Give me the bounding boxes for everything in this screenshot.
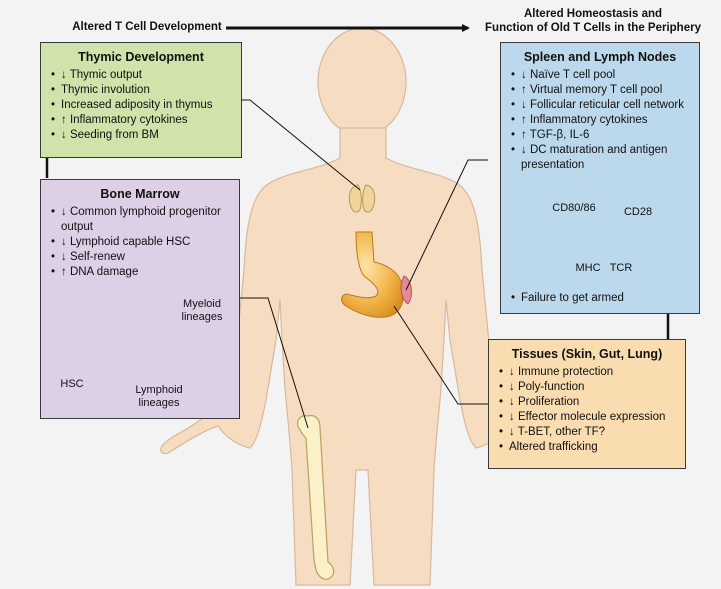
tissues-item: ↓ Proliferation	[499, 395, 679, 410]
thymic-development-panel: Thymic Development ↓ Thymic output Thymi…	[40, 42, 242, 158]
mhc-label: MHC	[575, 262, 601, 274]
spleen-item: ↑ Inflammatory cytokines	[511, 113, 693, 128]
spleen-item: ↑ TGF-β, IL-6	[511, 128, 693, 143]
thymic-item: ↓ Thymic output	[51, 68, 235, 83]
cd80-86-label: CD80/86	[552, 202, 596, 214]
tcr-label: TCR	[609, 262, 633, 274]
spleen-panel-title: Spleen and Lymph Nodes	[523, 50, 677, 64]
header-left-label: Altered T Cell Development	[72, 21, 222, 33]
femur-bone	[296, 414, 335, 580]
thymus-right-lobe	[362, 184, 376, 213]
tissues-connector-line	[393, 305, 488, 405]
spleen-lymph-panel: Spleen and Lymph Nodes ↓ Naïve T cell po…	[500, 42, 700, 314]
thymic-items-list: ↓ Thymic output Thymic involution Increa…	[41, 68, 241, 143]
thymus-left-lobe	[348, 184, 362, 213]
bone-marrow-items-list: ↓ Common lymphoid progenitor output ↓ Ly…	[41, 205, 239, 280]
bone-marrow-item: ↓ Common lymphoid progenitor output	[51, 205, 233, 235]
bone-marrow-item: ↓ Self-renew	[51, 250, 233, 265]
lymphoid-label: Lymphoid lineages	[135, 384, 183, 409]
bone-marrow-item: ↓ Lymphoid capable HSC	[51, 235, 233, 250]
thymic-item: Increased adiposity in thymus	[51, 98, 235, 113]
tissues-items-list: ↓ Immune protection ↓ Poly-function ↓ Pr…	[489, 365, 685, 455]
tissues-item: Altered trafficking	[499, 440, 679, 455]
hsc-label: HSC	[60, 378, 84, 390]
header-right-line1: Altered Homeostasis and	[523, 8, 663, 20]
thymic-item: ↓ Seeding from BM	[51, 128, 235, 143]
thymic-item: ↑ Inflammatory cytokines	[51, 113, 235, 128]
spleen-footer-list: Failure to get armed	[501, 291, 630, 306]
femur-shape	[296, 414, 335, 580]
thymus-organ	[348, 184, 376, 213]
tissues-item: ↓ Effector molecule expression	[499, 410, 679, 425]
spleen-footer-item: Failure to get armed	[511, 291, 624, 306]
spleen-connector-line	[405, 159, 488, 291]
thymic-item: Thymic involution	[51, 83, 235, 98]
thymic-panel-title: Thymic Development	[78, 50, 204, 64]
tissues-item: ↓ T-BET, other TF?	[499, 425, 679, 440]
spleen-item: ↓ Follicular reticular cell network	[511, 98, 693, 113]
spleen-item: ↑ Virtual memory T cell pool	[511, 83, 693, 98]
spleen-item: ↓ DC maturation and antigen presentation	[511, 143, 693, 173]
cd28-label: CD28	[623, 206, 653, 218]
header-right-line2: Function of Old T Cells in the Periphery	[485, 22, 701, 34]
tissues-item: ↓ Poly-function	[499, 380, 679, 395]
spleen-item: ↓ Naïve T cell pool	[511, 68, 693, 83]
bone-marrow-panel-title: Bone Marrow	[100, 187, 180, 201]
header-right-title: Altered Homeostasis and Function of Old …	[478, 7, 708, 35]
femur-connector-line	[240, 297, 309, 429]
human-body	[160, 27, 566, 586]
tissues-item: ↓ Immune protection	[499, 365, 679, 380]
bone-marrow-panel: Bone Marrow ↓ Common lymphoid progenitor…	[40, 179, 240, 419]
bone-marrow-item: ↑ DNA damage	[51, 265, 233, 280]
spleen-items-list: ↓ Naïve T cell pool ↑ Virtual memory T c…	[501, 68, 699, 173]
myeloid-label: Myeloid lineages	[181, 298, 223, 323]
body-head	[317, 27, 407, 137]
tissues-panel-title: Tissues (Skin, Gut, Lung)	[511, 347, 663, 361]
tissues-panel: Tissues (Skin, Gut, Lung) ↓ Immune prote…	[488, 339, 686, 469]
